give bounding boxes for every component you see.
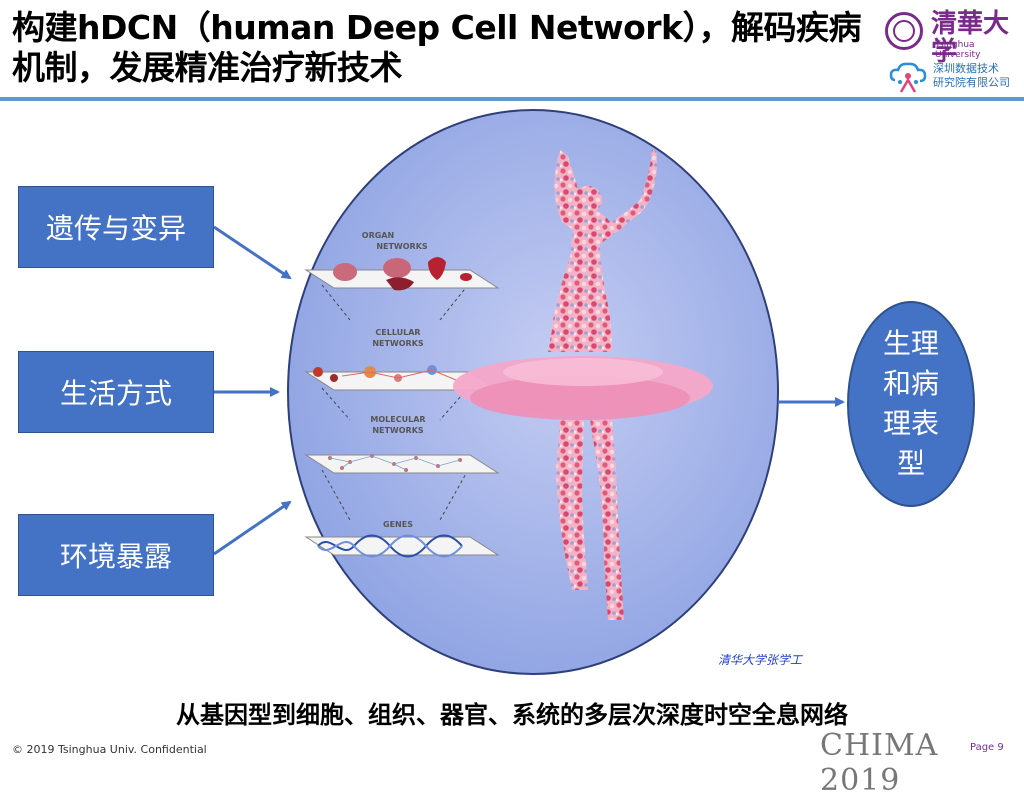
page-title: 构建hDCN（human Deep Cell Network），解码疾病机制，发… xyxy=(12,8,861,87)
arrow-environment xyxy=(213,500,292,556)
cloud-people-icon xyxy=(889,62,927,93)
tsinghua-logo: 清華大学 Tsinghua University xyxy=(885,8,1015,66)
arrow-genetics xyxy=(213,225,292,280)
tsinghua-name: 清華大学 xyxy=(931,9,1010,67)
tsinghua-seal-icon xyxy=(885,12,923,50)
institute-logo: 深圳数据技术 研究院有限公司 xyxy=(889,60,1019,96)
molecular-layer-plane xyxy=(304,454,500,474)
diagram-caption: 从基因型到细胞、组织、器官、系统的多层次深度时空全息网络 xyxy=(176,701,848,729)
author-credit: 清华大学张学工 xyxy=(718,653,803,667)
input-environment: 环境暴露 xyxy=(18,514,214,596)
tsinghua-name-en: Tsinghua University xyxy=(935,40,981,60)
input-lifestyle: 生活方式 xyxy=(18,351,214,433)
institute-name: 深圳数据技术 研究院有限公司 xyxy=(933,62,1010,89)
copyright-footer: © 2019 Tsinghua Univ. Confidential xyxy=(12,743,207,756)
genes-layer-label: GENES xyxy=(383,520,413,529)
output-phenotype: 生理和病理表型 xyxy=(847,301,975,507)
page-number: Page 9 xyxy=(970,742,1004,753)
ballerina-figure xyxy=(453,150,713,620)
input-genetics: 遗传与变异 xyxy=(18,186,214,268)
conference-footer: CHIMA 2019 xyxy=(820,728,939,798)
header-divider xyxy=(0,97,1024,101)
